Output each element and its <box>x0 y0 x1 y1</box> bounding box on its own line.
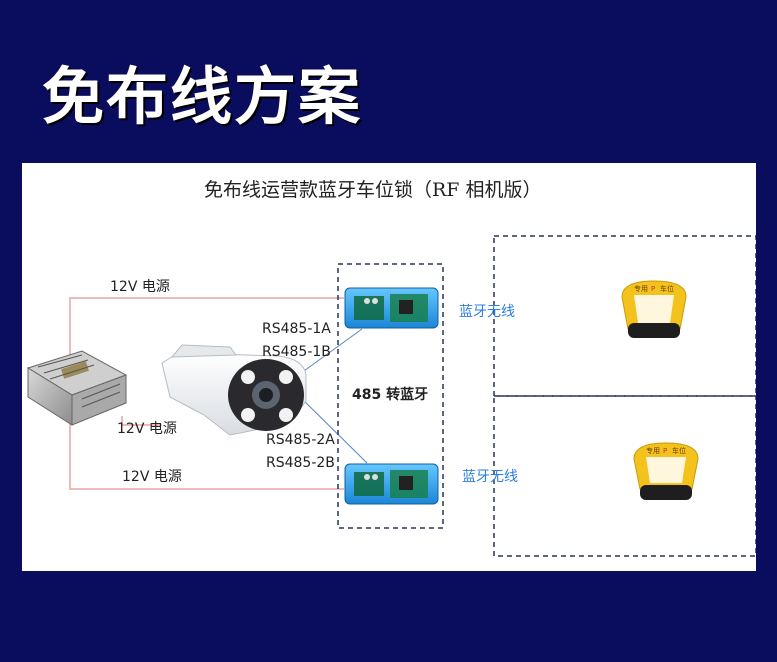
diagram-title: 免布线运营款蓝牙车位锁（RF 相机版） <box>204 179 542 201</box>
power-wire-camera <box>121 416 162 426</box>
page-headline: 免布线方案 <box>42 60 363 133</box>
power-wires <box>69 297 344 490</box>
bluetooth-label-bottom: 蓝牙无线 <box>462 469 518 485</box>
lock-bottom-text-mark: P <box>663 447 668 455</box>
bluetooth-module-top <box>344 287 439 329</box>
rs485-1b-label: RS485-1B <box>262 344 331 360</box>
lock-top-text-right: 车位 <box>660 285 674 293</box>
rs485-1a-label: RS485-1A <box>262 321 331 337</box>
power-label-top: 12V 电源 <box>110 279 170 295</box>
power-wire-bottom <box>69 421 344 490</box>
camera-icon <box>161 344 307 436</box>
rs485-wire-2 <box>293 390 368 464</box>
parking-space-top <box>493 235 756 397</box>
diagram-canvas <box>26 235 756 557</box>
lock-top-text-left: 专用 <box>634 285 648 293</box>
parking-space-bottom <box>493 395 756 557</box>
diagram-panel: 免布线运营款蓝牙车位锁（RF 相机版） 12V 电源 12V 电源 12V 电源… <box>22 163 756 571</box>
lock-bottom-text-right: 车位 <box>672 447 686 455</box>
power-supply-icon <box>26 350 128 426</box>
bluetooth-module-bottom <box>344 463 439 505</box>
lock-bottom-text-left: 专用 <box>646 447 660 455</box>
power-wire-top <box>69 297 344 358</box>
bluetooth-label-top: 蓝牙无线 <box>459 304 515 320</box>
converter-box <box>337 263 444 529</box>
lock-top-text-mark: P <box>651 285 656 293</box>
rs485-2a-label: RS485-2A <box>266 432 335 448</box>
converter-label: 485 转蓝牙 <box>352 387 429 403</box>
parking-lock-top-icon <box>621 280 687 338</box>
power-label-bottom: 12V 电源 <box>122 469 182 485</box>
parking-lock-bottom-icon <box>633 442 699 500</box>
power-label-mid: 12V 电源 <box>117 421 177 437</box>
rs485-2b-label: RS485-2B <box>266 455 335 471</box>
